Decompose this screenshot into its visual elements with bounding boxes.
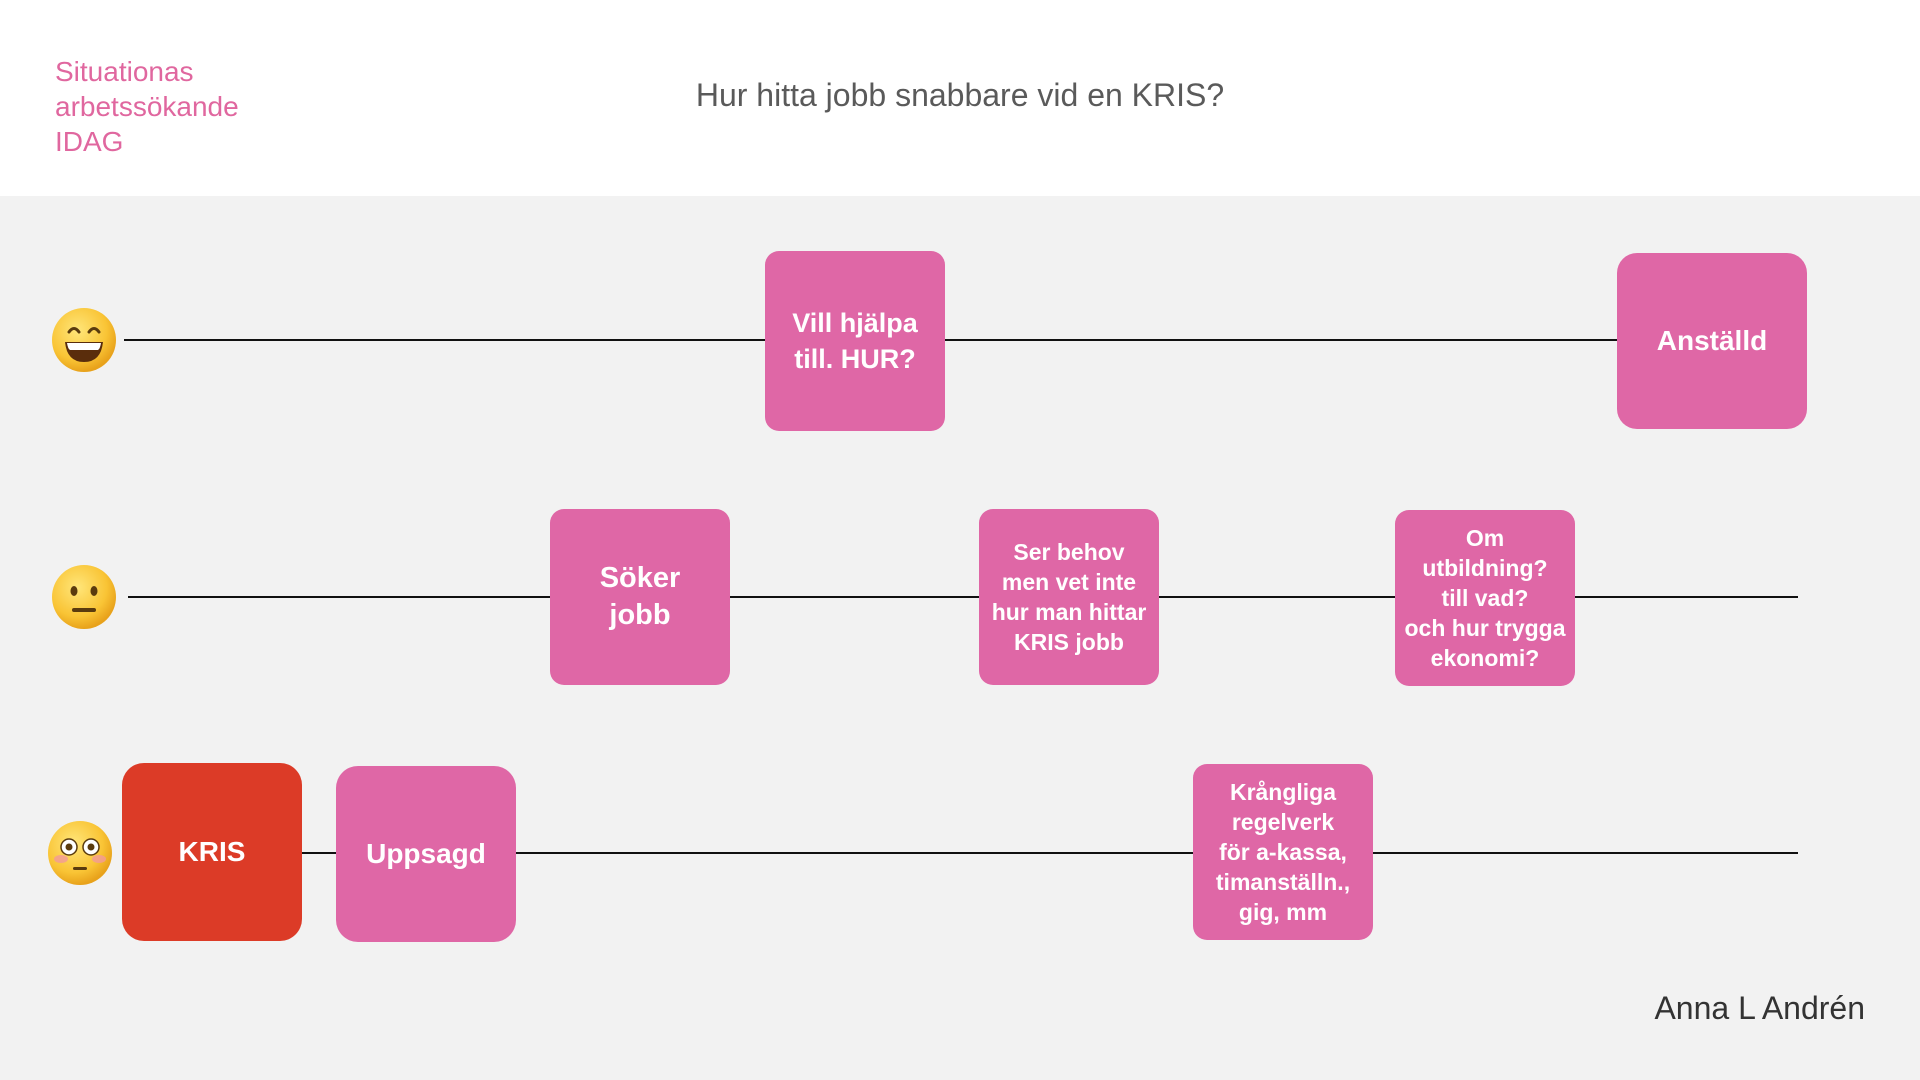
box-text-line: för a-kassa, [1219, 839, 1347, 865]
box-text-line: Krångliga [1229, 779, 1337, 805]
box-text-line: utbildning? [1422, 555, 1548, 581]
box-text-line: gig, mm [1238, 899, 1328, 925]
box-kris: KRIS [122, 763, 302, 941]
box-text-line: Söker [599, 562, 681, 594]
lane-line-flushed [285, 852, 1798, 854]
box-text-line: Vill hjälpa [792, 308, 918, 338]
author-credit: Anna L Andrén [1654, 990, 1865, 1026]
box-anstalld: Anställd [1617, 253, 1807, 429]
page-title: Hur hitta jobb snabbare vid en KRIS? [695, 77, 1225, 113]
box-text-line: KRIS jobb [1014, 629, 1124, 655]
grinning-face-icon [52, 308, 116, 372]
box-text-line: till vad? [1441, 585, 1529, 611]
header: Situationas arbetssökande IDAG Hur hitta… [0, 0, 1920, 196]
box-text-line: ekonomi? [1430, 645, 1540, 671]
box-ser-behov: Ser behov men vet inte hur man hittar KR… [979, 509, 1159, 685]
box-krangliga: Krångliga regelverk för a-kassa, timanst… [1193, 764, 1373, 940]
box-text-line: Om [1465, 525, 1505, 551]
corner-title: Situationas arbetssökande IDAG [55, 54, 355, 159]
lane-line-neutral [128, 596, 1798, 598]
box-vill-hjalpa: Vill hjälpa till. HUR? [765, 251, 945, 431]
neutral-face-icon [52, 565, 116, 629]
box-om-utbildning: Om utbildning? till vad? och hur trygga … [1395, 510, 1575, 686]
corner-title-line: IDAG [55, 126, 124, 157]
box-text-line: KRIS [178, 836, 246, 867]
box-text-line: men vet inte [1001, 569, 1137, 595]
box-uppsagd: Uppsagd [336, 766, 516, 942]
box-text-line: regelverk [1231, 809, 1335, 835]
box-text-line: Anställd [1656, 325, 1768, 356]
corner-title-line: Situationas [55, 56, 194, 87]
box-soker-jobb: Söker jobb [550, 509, 730, 685]
box-text-line: och hur trygga [1404, 615, 1566, 641]
box-text-line: Uppsagd [366, 838, 486, 869]
diagram-canvas: Vill hjälpa till. HUR? Anställd Söker jo… [0, 196, 1920, 1080]
box-text-line: timanställn., [1215, 869, 1351, 895]
box-text-line: till. HUR? [794, 344, 916, 374]
box-text-line: Ser behov [1013, 539, 1125, 565]
box-text-line: hur man hittar [991, 599, 1147, 625]
flushed-face-icon [48, 821, 112, 885]
corner-title-line: arbetssökande [55, 91, 239, 122]
box-text-line: jobb [609, 599, 671, 631]
